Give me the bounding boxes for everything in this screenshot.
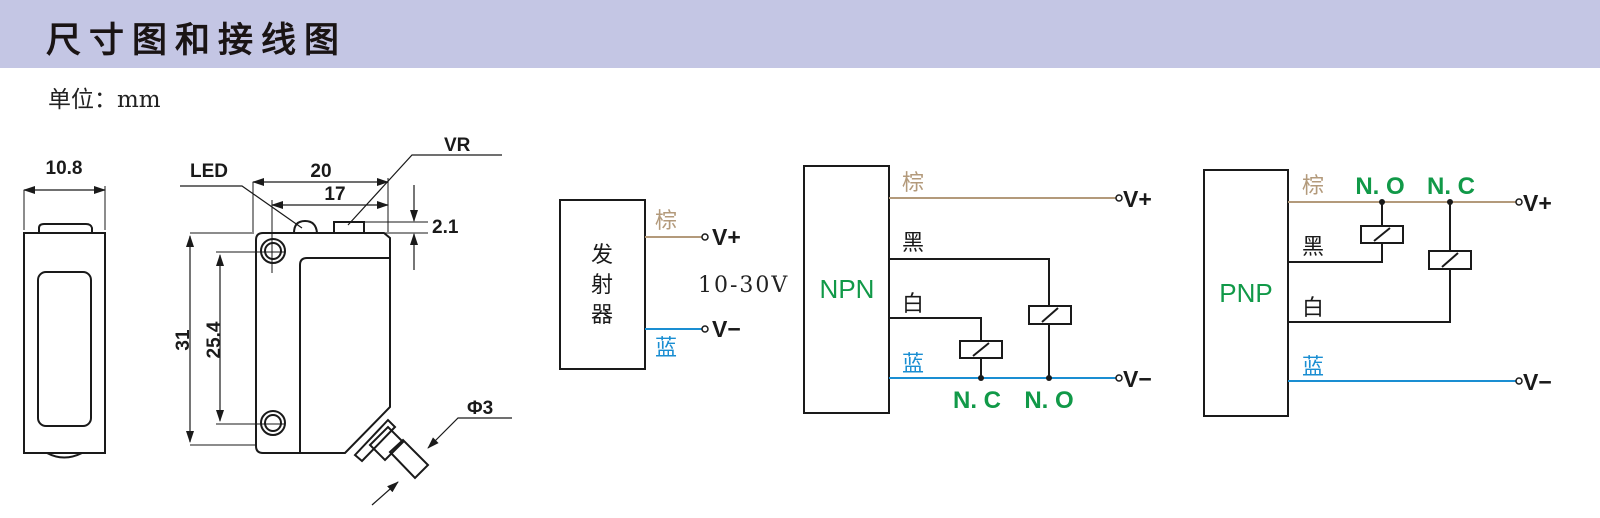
pnp-blue-label: 蓝 xyxy=(1302,355,1324,380)
pnp-brown-label: 棕 xyxy=(1302,174,1324,199)
emitter-box xyxy=(559,199,646,370)
pnp-white-wire xyxy=(1288,269,1451,323)
phi-leader xyxy=(427,417,512,449)
terminal-icon xyxy=(1115,194,1123,202)
voltage-label: 10-30V xyxy=(698,273,789,298)
npn-white-wire xyxy=(889,317,982,341)
emitter-label-1: 发 xyxy=(591,243,613,268)
emitter-blue-label: 蓝 xyxy=(655,336,677,361)
mount-hole-top xyxy=(260,238,286,264)
npn-box xyxy=(803,165,890,414)
side-view-drawing xyxy=(23,186,106,459)
pnp-black-label: 黑 xyxy=(1302,235,1324,260)
emitter-label-3: 器 xyxy=(591,303,613,328)
emitter-vplus: V+ xyxy=(712,224,741,250)
npn-no-label: N. O xyxy=(1024,387,1073,414)
unit-label: 单位：mm xyxy=(48,87,161,113)
pnp-white-label: 白 xyxy=(1302,296,1324,321)
junction-dot xyxy=(978,375,984,381)
terminal-icon xyxy=(1515,198,1523,206)
dim-length-total-label: 20 xyxy=(310,161,331,182)
pnp-nc-label: N. C xyxy=(1427,173,1475,200)
vr-label: VR xyxy=(444,135,471,156)
side-view-top-cap xyxy=(38,223,93,233)
pnp-diagram xyxy=(1203,169,1523,417)
side-view-body xyxy=(23,232,106,454)
npn-blue-label: 蓝 xyxy=(902,352,924,377)
dim-height-label: 31 xyxy=(173,329,194,351)
relay-coil-icon xyxy=(959,340,1003,359)
dim-hole-pitch-label: 25.4 xyxy=(204,321,225,358)
pnp-vminus: V− xyxy=(1523,369,1552,395)
dim-length-inner-label: 17 xyxy=(324,184,345,205)
pnp-label: PNP xyxy=(1219,278,1272,308)
npn-black-wire xyxy=(889,258,1050,306)
npn-white-label: 白 xyxy=(902,292,924,317)
npn-diagram xyxy=(803,165,1123,414)
junction-dot xyxy=(1447,199,1453,205)
relay-coil-icon xyxy=(1428,250,1472,270)
dim-vr-height-label: 2.1 xyxy=(432,217,459,238)
vr-knob xyxy=(333,221,365,234)
sensor-body-outline xyxy=(255,232,391,454)
led-label: LED xyxy=(190,161,228,182)
side-view-bottom-cap xyxy=(46,452,83,459)
npn-label: NPN xyxy=(820,274,875,304)
junction-dot xyxy=(1046,375,1052,381)
npn-nc-label: N. C xyxy=(953,387,1001,414)
terminal-icon xyxy=(1515,377,1523,385)
pnp-box xyxy=(1203,169,1289,417)
page-title: 尺寸图和接线图 xyxy=(46,20,348,61)
npn-vminus: V− xyxy=(1123,366,1152,392)
emitter-label-2: 射 xyxy=(591,273,613,298)
npn-brown-label: 棕 xyxy=(902,171,924,196)
side-view-lens xyxy=(37,271,92,427)
terminal-icon xyxy=(701,325,709,333)
vr-leader xyxy=(347,154,502,226)
header-bar: 尺寸图和接线图 xyxy=(0,0,1600,68)
npn-black-label: 黑 xyxy=(902,231,924,256)
pnp-vplus: V+ xyxy=(1523,190,1552,216)
relay-coil-icon xyxy=(1360,225,1404,244)
dim-width-label: 10.8 xyxy=(46,158,83,179)
led-leader xyxy=(180,185,303,229)
cable-diameter-label: Φ3 xyxy=(467,398,493,419)
pnp-no-label: N. O xyxy=(1355,173,1404,200)
front-view-drawing xyxy=(180,154,512,506)
sensor-face-step xyxy=(299,257,390,453)
relay-coil-icon xyxy=(1028,305,1072,325)
terminal-icon xyxy=(701,233,709,241)
pnp-black-wire xyxy=(1288,243,1383,263)
emitter-diagram xyxy=(559,199,709,370)
junction-dot xyxy=(1379,199,1385,205)
npn-vplus: V+ xyxy=(1123,186,1152,212)
mount-hole-bottom xyxy=(260,410,286,436)
terminal-icon xyxy=(1115,374,1123,382)
emitter-vminus: V− xyxy=(712,316,741,342)
cable-gland xyxy=(353,418,430,480)
emitter-brown-label: 棕 xyxy=(655,209,677,234)
led-dome xyxy=(293,219,318,234)
